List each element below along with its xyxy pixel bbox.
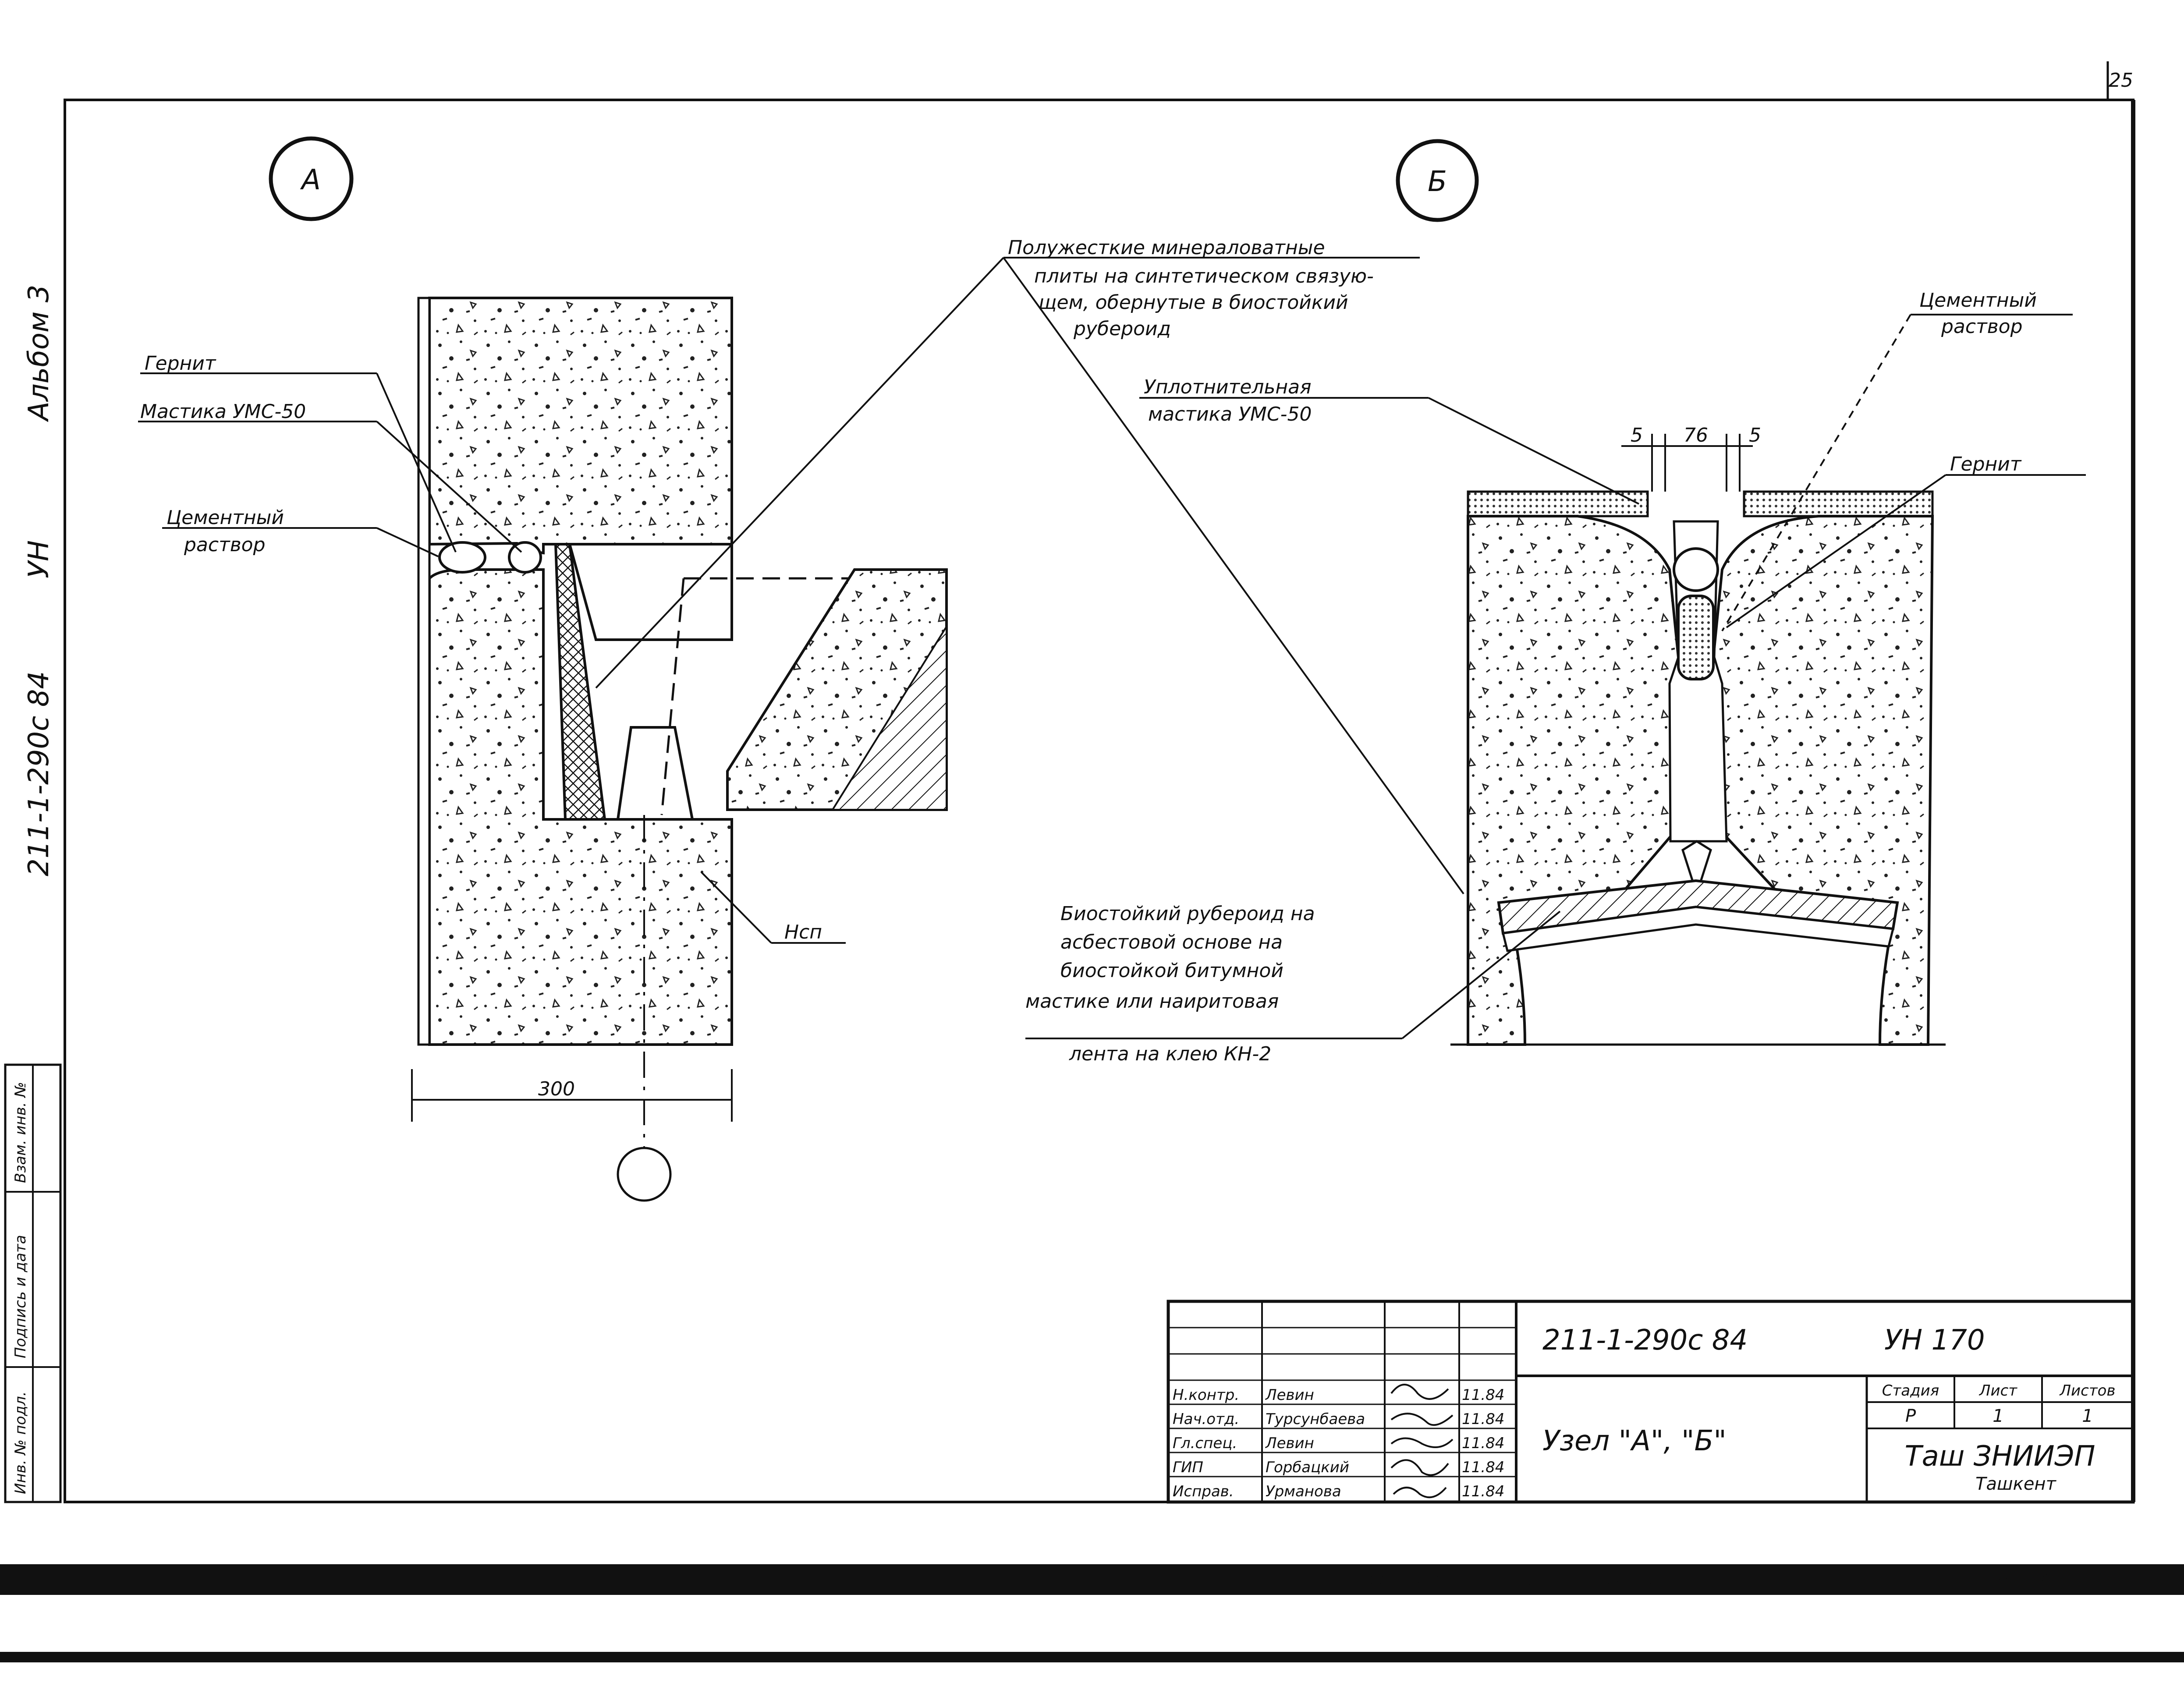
detail-a-mastic-seal (508, 541, 542, 574)
detail-b-sealing-label-2: мастика УМС-50 (1148, 403, 1312, 425)
shared-note-line-2: плиты на синтетическом связую- (1034, 265, 1374, 287)
detail-b-gernit-seal (1673, 547, 1719, 592)
detail-b-mastic-fill (1677, 595, 1715, 680)
title-sheets: 1 (2082, 1406, 2093, 1426)
title-role-1: Н.контр. (1173, 1386, 1239, 1404)
detail-a-marker-circle (269, 136, 354, 221)
detail-b-roofing-note-2: асбестовой основе на (1060, 931, 1283, 953)
detail-a-dimension: 300 (538, 1078, 575, 1100)
title-name-1: Левин (1265, 1386, 1314, 1404)
footer-format: Формат А3 (1954, 1569, 2064, 1591)
title-sheet-code: УН 170 (1884, 1324, 1985, 1357)
title-stage-header: Стадия (1882, 1382, 1939, 1399)
shared-note-line-1: Полужесткие минераловатные (1008, 237, 1325, 259)
detail-a-axis-marker (617, 1147, 672, 1202)
title-role-4: ГИП (1173, 1459, 1203, 1476)
title-sheet-header: Лист (1978, 1382, 2017, 1399)
signatures (1390, 1384, 1454, 1499)
title-sheets-header: Листов (2059, 1382, 2115, 1399)
detail-b-marker: Б (1428, 166, 1447, 198)
detail-a-gernit-label: Гернит (145, 352, 216, 375)
title-date-4: 11.84 (1462, 1459, 1504, 1476)
detail-a-upper-panel (428, 297, 733, 555)
detail-a-mastic-label: Мастика УМС-50 (140, 400, 306, 423)
detail-b-marker-circle (1396, 139, 1479, 222)
detail-b-roofing-note-5: лента на клею КН-2 (1069, 1043, 1271, 1065)
side-table: Инв. № подл. Подпись и дата Взам. инв. № (4, 1063, 62, 1503)
footer-copied-by: Копировала Галкина (1358, 1561, 1666, 1593)
title-stage: Р (1905, 1406, 1916, 1426)
detail-b-roofing-note-3: биостойкой битумной (1060, 960, 1283, 982)
detail-b-dim-right: 5 (1749, 424, 1761, 446)
drawing-frame (0, 61, 2184, 1662)
shared-note-line-4: рубероид (1073, 318, 1171, 340)
detail-b-dim-mid: 76 (1684, 424, 1708, 446)
side-table-col3: Взам. инв. № (12, 1082, 29, 1183)
title-block: 211-1-290с 84 УН 170 Узел "А", "Б" Стади… (1166, 1300, 2135, 1504)
detail-a-mortar-label-2: раствор (184, 534, 266, 556)
shared-note-line-3: щем, обернутые в биостойкий (1039, 291, 1348, 314)
detail-b-mortar-label-1: Цементный (1919, 289, 2037, 312)
title-org-line1: Таш ЗНИИЭП (1905, 1440, 2095, 1473)
title-roles: Н.контр. Левин 11.84 Нач.отд. Турсунбаев… (1173, 1386, 1504, 1500)
title-name-4: Горбацкий (1266, 1459, 1349, 1476)
side-table-col1: Инв. № подл. (12, 1391, 29, 1494)
detail-b-mortar-label-2: раствор (1941, 315, 2023, 338)
side-stamp-code: 211-1-290с 84 (23, 671, 55, 876)
detail-b-roofing-note-4: мастике или наиритовая (1025, 990, 1279, 1013)
detail-a: А Гернит Мастика УМС-50 Цементный ра (138, 136, 948, 1202)
detail-a-mortar-label-1: Цементный (167, 507, 284, 529)
detail-a-outer-finish (417, 297, 431, 1046)
detail-b-gernit-label: Гернит (1950, 453, 2022, 475)
detail-b-roofing-note-1: Биостойкий рубероид на (1060, 903, 1315, 925)
detail-a-slab-notch (568, 543, 733, 641)
detail-b-dim-left: 5 (1631, 424, 1643, 446)
detail-a-trapezoid-void (616, 726, 694, 821)
title-date-5: 11.84 (1462, 1483, 1504, 1500)
detail-b-left-panel (1467, 515, 1684, 1046)
side-stamp: 211-1-290с 84 УН Альбом 3 (23, 285, 55, 876)
title-name-5: Урманова (1266, 1483, 1341, 1500)
detail-a-nsp-label: Нсп (784, 921, 822, 943)
side-stamp-album: Альбом 3 (23, 285, 55, 422)
title-org-line2: Ташкент (1975, 1474, 2056, 1494)
side-stamp-series: УН (23, 540, 55, 578)
side-table-col2: Подпись и дата (12, 1235, 29, 1358)
detail-a-insulation (554, 543, 606, 821)
shared-note: Полужесткие минераловатные плиты на синт… (595, 237, 1464, 895)
title-name-3: Левин (1265, 1435, 1314, 1452)
title-name-2: Турсунбаева (1266, 1410, 1365, 1428)
title-date-3: 11.84 (1462, 1435, 1504, 1452)
title-role-5: Исправ. (1173, 1483, 1234, 1500)
detail-a-marker: А (300, 164, 321, 196)
title-role-2: Нач.отд. (1173, 1410, 1239, 1428)
detail-b-sealing-label-1: Уплотнительная (1144, 376, 1312, 398)
title-date-1: 11.84 (1462, 1386, 1504, 1404)
title-sheet: 1 (1993, 1406, 2003, 1426)
page-number: 25 (2109, 69, 2133, 92)
detail-b: Б 5 76 5 Цементный (1025, 139, 2086, 1065)
title-text: Узел "А", "Б" (1542, 1425, 1727, 1457)
detail-a-gernit-seal (438, 541, 486, 574)
detail-a-dashed-slab (660, 577, 859, 815)
title-date-2: 11.84 (1462, 1410, 1504, 1428)
title-role-3: Гл.спец. (1173, 1435, 1237, 1452)
title-doc-code: 211-1-290с 84 (1542, 1324, 1748, 1357)
